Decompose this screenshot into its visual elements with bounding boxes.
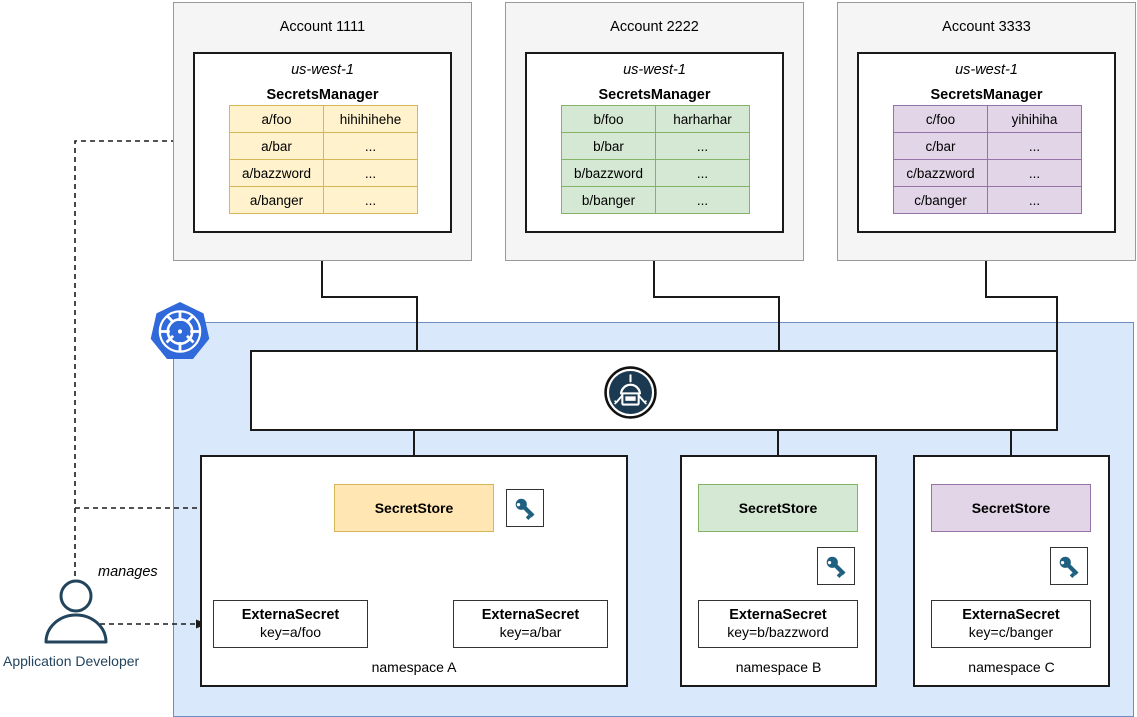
secret-key: b/bar (561, 132, 656, 160)
table-row: c/bar ... (893, 132, 1082, 160)
account-title: Account 2222 (610, 19, 699, 35)
secret-value: hihihihehe (323, 105, 418, 133)
external-secrets-operator-icon (603, 365, 658, 420)
account-title: Account 1111 (279, 19, 366, 35)
region-label: us-west-1 (955, 62, 1018, 78)
secret-value: ... (323, 132, 418, 160)
secretstore-a[interactable]: SecretStore (334, 484, 494, 532)
table-row: c/banger ... (893, 186, 1082, 214)
region-label: us-west-1 (291, 62, 354, 78)
externalsecret-name: ExternaSecret (729, 607, 827, 624)
secret-value: ... (987, 186, 1082, 214)
manages-label: manages (98, 564, 158, 580)
externalsecret-a-foo[interactable]: ExternaSecret key=a/foo (213, 600, 368, 648)
secret-key: b/foo (561, 105, 656, 133)
key-icon-frame-a (506, 489, 544, 527)
namespace-label: namespace A (371, 659, 457, 675)
table-row: a/bar ... (229, 132, 418, 160)
secret-key: c/bazzword (893, 159, 988, 187)
namespace-label: namespace B (735, 659, 822, 675)
secret-value: ... (655, 159, 750, 187)
secretstore-c[interactable]: SecretStore (931, 484, 1091, 532)
table-row: b/banger ... (561, 186, 750, 214)
application-developer-label: Application Developer (3, 653, 140, 669)
secret-key: b/banger (561, 186, 656, 214)
application-developer-actor (38, 578, 114, 644)
secret-value: harharhar (655, 105, 750, 133)
table-row: a/banger ... (229, 186, 418, 214)
external-secrets-operator-bar (250, 350, 1058, 431)
secret-key: c/banger (893, 186, 988, 214)
externalsecret-name: ExternaSecret (962, 607, 1060, 624)
secrets-table-account-3333: c/foo yihihiha c/bar ... c/bazzword ... … (893, 105, 1082, 214)
key-icon-frame-b (817, 547, 855, 585)
secretstore-b[interactable]: SecretStore (698, 484, 858, 532)
secret-value: ... (655, 132, 750, 160)
service-label: SecretsManager (266, 87, 379, 103)
table-row: c/foo yihihiha (893, 105, 1082, 133)
externalsecret-b-bazzword[interactable]: ExternaSecret key=b/bazzword (698, 600, 858, 648)
region-label: us-west-1 (623, 62, 686, 78)
secret-key: a/bar (229, 132, 324, 160)
externalsecret-key: key=c/banger (968, 623, 1054, 640)
secret-value: ... (655, 186, 750, 214)
secret-key: a/bazzword (229, 159, 324, 187)
secret-value: ... (987, 132, 1082, 160)
secret-value: ... (323, 186, 418, 214)
secret-key: c/foo (893, 105, 988, 133)
externalsecret-name: ExternaSecret (481, 607, 580, 624)
externalsecret-name: ExternaSecret (241, 607, 340, 624)
externalsecret-key: key=a/bar (499, 623, 562, 640)
table-row: b/bazzword ... (561, 159, 750, 187)
table-row: c/bazzword ... (893, 159, 1082, 187)
secret-key: a/foo (229, 105, 324, 133)
key-icon (826, 556, 846, 579)
kubernetes-icon (148, 300, 212, 364)
table-row: b/foo harharhar (561, 105, 750, 133)
secret-value: ... (987, 159, 1082, 187)
secret-key: b/bazzword (561, 159, 656, 187)
table-row: a/foo hihihihehe (229, 105, 418, 133)
key-icon (515, 498, 535, 521)
secret-value: ... (323, 159, 418, 187)
externalsecret-key: key=a/foo (259, 623, 322, 640)
person-icon (44, 579, 108, 644)
externalsecret-c-banger[interactable]: ExternaSecret key=c/banger (931, 600, 1091, 648)
service-label: SecretsManager (598, 87, 711, 103)
service-label: SecretsManager (930, 87, 1043, 103)
table-row: b/bar ... (561, 132, 750, 160)
account-title: Account 3333 (942, 19, 1031, 35)
namespace-label: namespace C (968, 659, 1055, 675)
key-icon (1059, 556, 1079, 579)
secret-key: c/bar (893, 132, 988, 160)
key-icon-frame-c (1050, 547, 1088, 585)
secrets-table-account-1111: a/foo hihihihehe a/bar ... a/bazzword ..… (229, 105, 418, 214)
secret-key: a/banger (229, 186, 324, 214)
table-row: a/bazzword ... (229, 159, 418, 187)
edge-developer-manages-account-1111 (74, 136, 187, 630)
secret-value: yihihiha (987, 105, 1082, 133)
externalsecret-key: key=b/bazzword (727, 623, 829, 640)
externalsecret-a-bar[interactable]: ExternaSecret key=a/bar (453, 600, 608, 648)
secrets-table-account-2222: b/foo harharhar b/bar ... b/bazzword ...… (561, 105, 750, 214)
